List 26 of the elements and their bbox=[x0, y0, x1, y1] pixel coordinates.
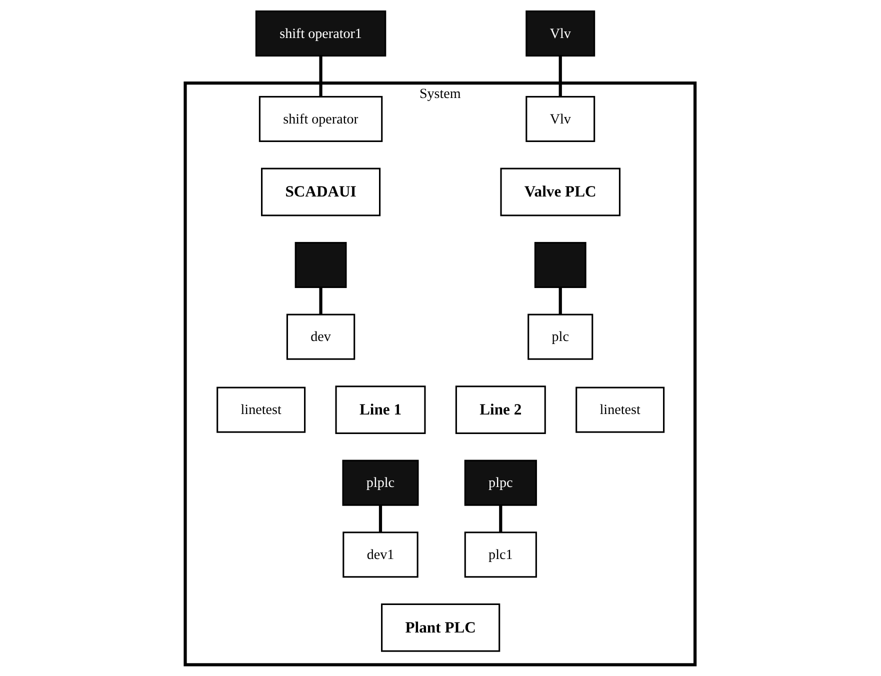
connector bbox=[320, 56, 323, 97]
connector bbox=[499, 505, 503, 532]
node-box bbox=[464, 532, 538, 578]
node-box bbox=[526, 10, 596, 57]
node-box bbox=[261, 168, 381, 216]
node-box bbox=[336, 386, 426, 434]
connector bbox=[559, 56, 562, 97]
cluster bbox=[184, 82, 697, 666]
node-box bbox=[381, 603, 500, 652]
node-box bbox=[526, 96, 596, 142]
node-box bbox=[295, 242, 348, 288]
node-box bbox=[286, 314, 356, 360]
node-box bbox=[528, 314, 594, 360]
node-box bbox=[576, 386, 665, 433]
node-box bbox=[216, 386, 306, 433]
node-box bbox=[500, 168, 621, 216]
connector bbox=[379, 505, 382, 532]
connector bbox=[320, 287, 323, 315]
node-box bbox=[534, 242, 587, 288]
node-box bbox=[342, 532, 419, 578]
node-box bbox=[456, 386, 546, 434]
node-box bbox=[342, 460, 420, 506]
connector bbox=[559, 287, 562, 315]
node-box bbox=[464, 460, 538, 506]
node-box bbox=[256, 10, 387, 57]
node-box bbox=[259, 96, 383, 142]
